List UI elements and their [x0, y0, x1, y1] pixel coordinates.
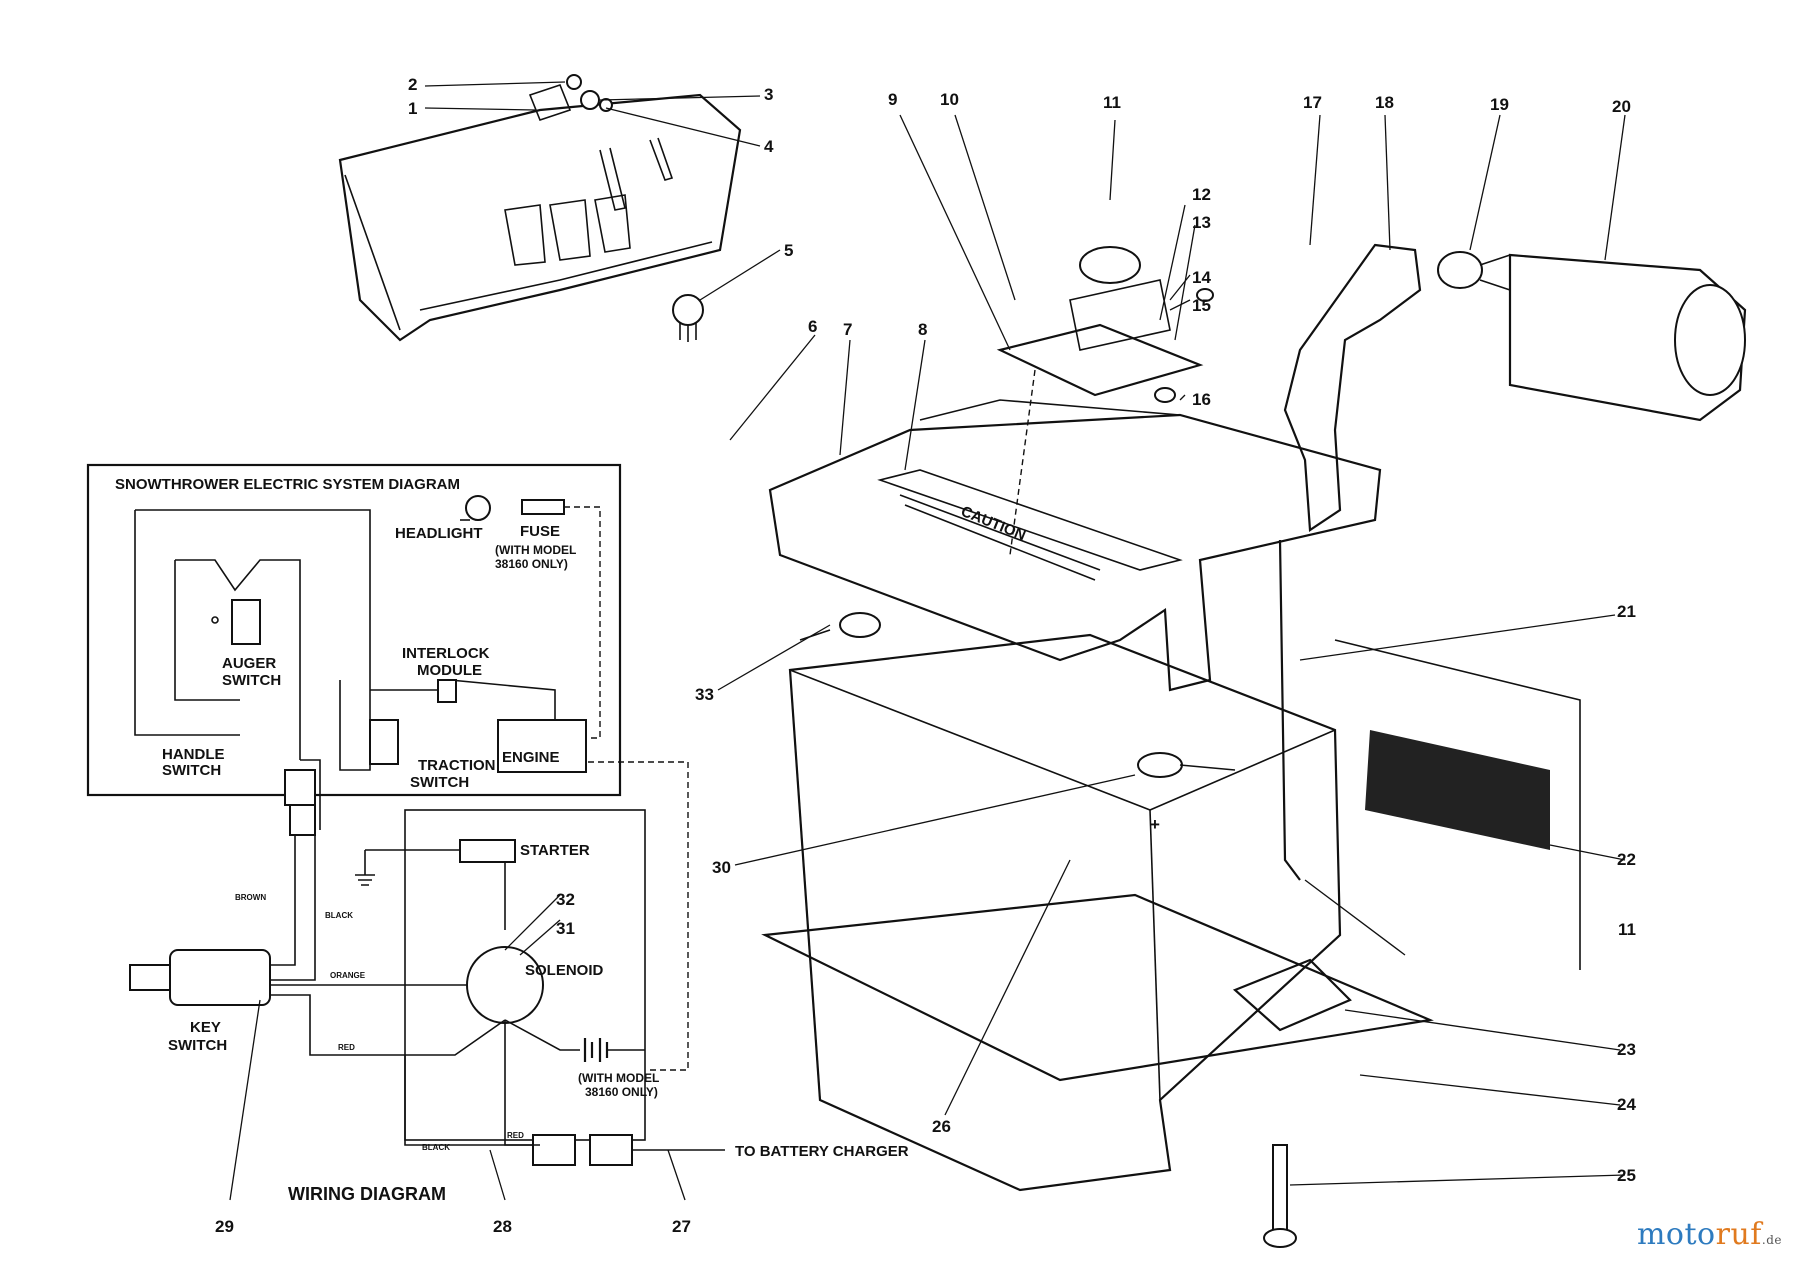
- svg-text:+: +: [1150, 815, 1160, 834]
- wire-label-red: RED: [338, 1043, 355, 1052]
- part-number-5: 5: [784, 241, 793, 260]
- handle-label-1: HANDLE: [162, 746, 225, 763]
- part-number-4: 4: [764, 137, 774, 156]
- part-number-30: 30: [712, 858, 731, 877]
- part-number-20: 20: [1612, 97, 1631, 116]
- system-box-title: SNOWTHROWER ELECTRIC SYSTEM DIAGRAM: [115, 476, 460, 493]
- caution-decal: CAUTION: [959, 503, 1029, 544]
- traction-label-2: SWITCH: [410, 774, 469, 791]
- part-number-7: 7: [843, 320, 852, 339]
- part-number-13: 13: [1192, 213, 1211, 232]
- solenoid-label: SOLENOID: [525, 962, 604, 979]
- part-number-11: 11: [1103, 93, 1121, 112]
- part-number-11b: 11: [1618, 920, 1636, 939]
- part-number-19: 19: [1490, 95, 1509, 114]
- part-number-24: 24: [1617, 1095, 1636, 1114]
- control-panel: [338, 74, 742, 342]
- part-number-26: 26: [932, 1117, 951, 1136]
- interlock-label-2: MODULE: [417, 662, 482, 679]
- part-number-25: 25: [1617, 1166, 1636, 1185]
- leader-lines: [229, 81, 1626, 1201]
- key-label-1: KEY: [190, 1019, 221, 1036]
- to-charger-label: TO BATTERY CHARGER: [735, 1143, 909, 1160]
- electric-system-diagram: SNOWTHROWER ELECTRIC SYSTEM DIAGRAM HEAD…: [86, 463, 622, 830]
- part-number-8: 8: [918, 320, 927, 339]
- part-number-22: 22: [1617, 850, 1636, 869]
- part-number-2: 2: [408, 75, 417, 94]
- fuse-label: FUSE: [520, 523, 560, 540]
- headlight-label: HEADLIGHT: [395, 525, 483, 542]
- battery-note-2: 38160 ONLY): [585, 1085, 658, 1099]
- watermark-part-c: .de: [1761, 1233, 1782, 1247]
- engine-label: ENGINE: [502, 749, 560, 766]
- part-number-28: 28: [493, 1217, 512, 1236]
- part-number-12: 12: [1192, 185, 1211, 204]
- part-number-10: 10: [940, 90, 959, 109]
- part-number-6: 6: [808, 317, 817, 336]
- wiring-title: WIRING DIAGRAM: [288, 1184, 446, 1204]
- fuse-note-2: 38160 ONLY): [495, 557, 568, 571]
- fuse-note-1: (WITH MODEL: [495, 543, 576, 557]
- traction-label-1: TRACTION: [418, 757, 496, 774]
- wire-label-brown: BROWN: [235, 893, 266, 902]
- starter-label: STARTER: [520, 842, 590, 859]
- watermark-part-a: moto: [1636, 1217, 1716, 1252]
- interlock-label-1: INTERLOCK: [402, 645, 490, 662]
- battery-note-1: (WITH MODEL: [578, 1071, 659, 1085]
- part-number-31: 31: [556, 919, 575, 938]
- watermark-part-b: ruf: [1715, 1217, 1762, 1252]
- part-number-1: 1: [408, 99, 417, 118]
- part-number-33: 33: [695, 685, 714, 704]
- battery-assembly: +: [761, 243, 1747, 1248]
- part-number-27: 27: [672, 1217, 691, 1236]
- part-number-29: 29: [215, 1217, 234, 1236]
- part-number-14: 14: [1192, 268, 1211, 287]
- part-number-labels: 2 1 3 4 5 6 7 8 9 10 11 12 13 14 15 16 1…: [215, 75, 1636, 1236]
- key-label-2: SWITCH: [168, 1037, 227, 1054]
- watermark-logo: motoruf.de: [1637, 1217, 1782, 1252]
- part-number-32: 32: [556, 890, 575, 909]
- wire-label-orange: ORANGE: [330, 971, 366, 980]
- part-number-23: 23: [1617, 1040, 1636, 1059]
- auger-label-1: AUGER: [222, 655, 276, 672]
- part-number-3: 3: [764, 85, 773, 104]
- wiring-diagram: STARTER SOLENOID KEY SWITCH (WITH MODEL …: [129, 761, 909, 1204]
- part-number-16: 16: [1192, 390, 1211, 409]
- wire-label-red-bottom: RED: [507, 1131, 524, 1140]
- handle-label-2: SWITCH: [162, 762, 221, 779]
- part-number-9: 9: [888, 90, 897, 109]
- part-number-17: 17: [1303, 93, 1322, 112]
- part-number-21: 21: [1617, 602, 1636, 621]
- auger-label-2: SWITCH: [222, 672, 281, 689]
- part-number-15: 15: [1192, 296, 1211, 315]
- wire-label-black-bottom: BLACK: [422, 1143, 450, 1152]
- part-number-18: 18: [1375, 93, 1394, 112]
- wire-label-black: BLACK: [325, 911, 353, 920]
